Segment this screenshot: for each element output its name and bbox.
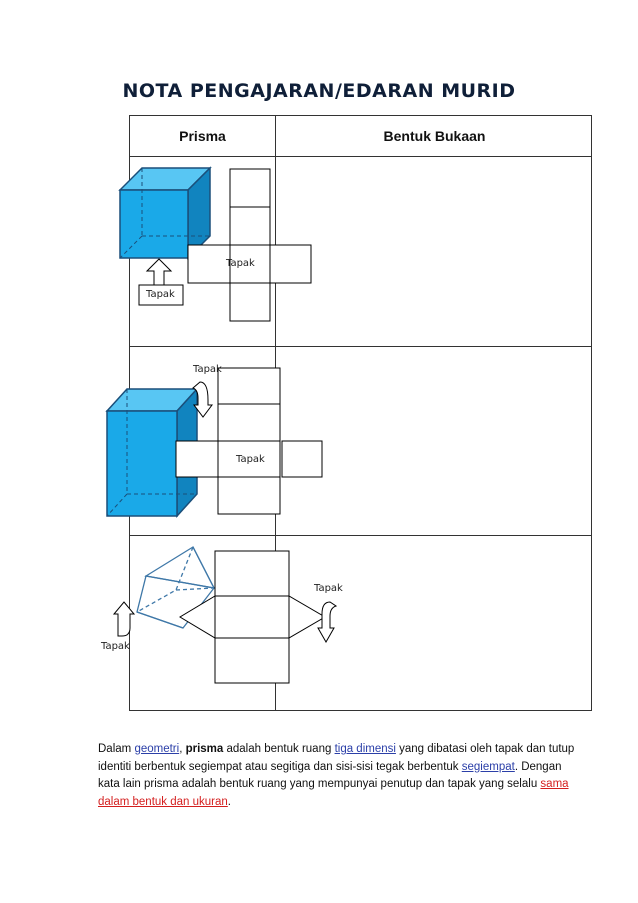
header-prisma: Prisma [179,128,226,144]
table-header-divider [130,156,591,157]
table-column-divider [275,116,276,710]
tapak-label-cube-net: Tapak [226,258,255,269]
tapak-label-tall-prism: Tapak [193,364,222,375]
table-row-divider [130,346,591,347]
link-tiga-dimensi[interactable]: tiga dimensi [334,743,396,755]
link-segiempat[interactable]: segiempat [461,760,515,773]
tapak-label-tall-net: Tapak [236,454,265,465]
tapak-label-tri-right: Tapak [314,583,343,594]
tapak-label-cube: Tapak [146,289,175,300]
table-row-divider [130,535,591,536]
page-title: NOTA PENGAJARAN/EDARAN MURID [122,80,516,102]
prism-table: Prisma Bentuk Bukaan [129,115,592,711]
term-prisma: prisma [185,743,224,755]
link-sama-dalam-bentuk[interactable]: sama dalam bentuk dan ukuran [98,778,569,808]
definition-paragraph: Dalam geometri, prisma adalah bentuk rua… [98,743,575,808]
header-bentuk-bukaan: Bentuk Bukaan [383,128,486,144]
link-geometri[interactable]: geometri [134,743,180,755]
tapak-label-tri-left: Tapak [101,641,130,652]
